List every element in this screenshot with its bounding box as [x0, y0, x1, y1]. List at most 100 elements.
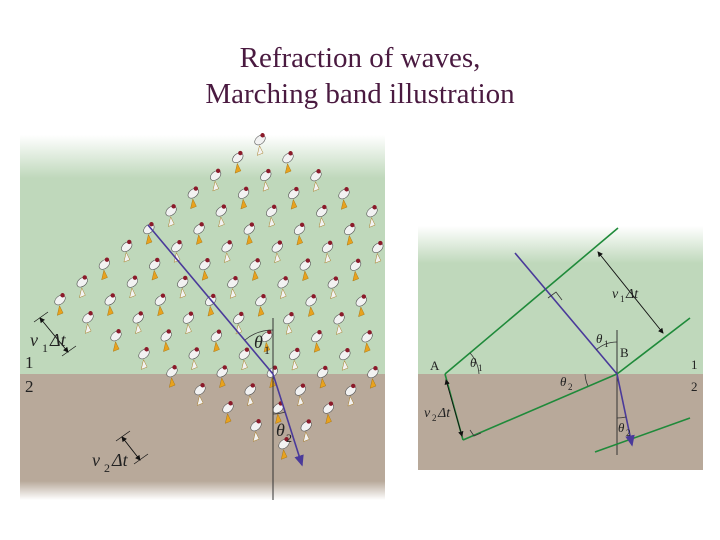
right-angle-mark-1	[547, 291, 563, 301]
right-medium-1	[418, 226, 703, 375]
marcher	[210, 329, 222, 353]
left-v2-label: v	[92, 450, 100, 470]
marcher	[283, 311, 295, 335]
marcher	[54, 293, 66, 316]
right-v2-sub: 2	[432, 413, 437, 423]
left-v1-dt: Δt	[49, 330, 67, 350]
marcher	[317, 365, 329, 389]
left-v2-dt: Δt	[111, 450, 129, 470]
right-theta2-b: θ	[618, 420, 625, 435]
v2dt-arrow-left	[121, 436, 141, 461]
marcher	[344, 222, 356, 246]
marcher	[187, 186, 199, 210]
left-v2-sub: 2	[104, 461, 110, 475]
marcher	[210, 168, 222, 192]
right-medium-2-label: 2	[691, 379, 698, 394]
left-medium-1-label: 1	[25, 353, 34, 372]
marcher	[322, 401, 334, 425]
left-theta2-sub: 2	[286, 431, 292, 445]
marcher	[294, 383, 306, 407]
marcher	[165, 204, 177, 227]
right-theta2-a-sub: 2	[568, 382, 573, 392]
right-wavefront-upper	[444, 227, 619, 375]
left-incident-ray	[147, 224, 274, 375]
marcher	[222, 401, 234, 424]
marcher	[333, 312, 345, 335]
marcher	[221, 240, 233, 263]
title-line-1: Refraction of waves,	[239, 42, 481, 74]
marcher	[232, 150, 244, 174]
marcher	[104, 293, 116, 316]
marcher	[82, 311, 94, 334]
marcher	[193, 222, 205, 245]
point-a-label: A	[430, 358, 440, 373]
left-v1-sub: 1	[42, 341, 48, 355]
right-v1-sub: 1	[620, 294, 625, 304]
marcher	[143, 221, 155, 245]
right-v2-label: v	[424, 406, 431, 421]
marcher	[138, 347, 150, 370]
slide-title: Refraction of waves, Marching band illus…	[0, 40, 720, 112]
right-theta1-a: θ	[470, 355, 477, 370]
right-medium-2	[418, 374, 703, 470]
marcher	[305, 294, 317, 317]
right-theta1-b: θ	[596, 331, 603, 346]
right-wavefront-refracted	[462, 373, 618, 441]
right-incident-ray	[514, 252, 618, 375]
marcher	[294, 222, 306, 246]
marcher	[238, 347, 250, 371]
right-theta2-arc-b	[616, 416, 627, 419]
marcher	[244, 383, 256, 406]
marcher	[282, 151, 294, 174]
marcher	[322, 240, 334, 264]
marcher	[171, 239, 183, 263]
right-theta2-b-sub: 2	[626, 428, 631, 438]
marcher	[194, 383, 206, 406]
marcher	[339, 347, 351, 371]
right-wavefront-refracted-2	[594, 417, 691, 453]
marcher	[350, 258, 362, 282]
right-v1-label: v	[612, 287, 619, 302]
point-b-label: B	[620, 345, 629, 360]
marcher	[132, 311, 144, 334]
marcher	[367, 365, 379, 389]
marcher	[260, 168, 272, 192]
right-theta1-arc-b	[595, 341, 618, 351]
left-theta1-arc	[244, 329, 274, 341]
marcher	[250, 419, 262, 442]
right-refracted-ray	[616, 373, 635, 447]
marcher	[299, 258, 311, 282]
left-theta1-label: θ	[254, 332, 263, 352]
marcher	[238, 186, 250, 210]
marcher	[126, 275, 138, 299]
right-theta2-arc-a	[584, 373, 589, 387]
marcher	[215, 204, 227, 228]
title-line-2: Marching band illustration	[205, 78, 515, 110]
marcher	[277, 276, 289, 299]
marcher	[316, 204, 328, 228]
v2dt-tick-a	[115, 430, 131, 442]
left-v1-label: v	[30, 330, 38, 350]
marcher	[243, 222, 255, 246]
left-medium-1	[20, 135, 385, 375]
marchers-group	[54, 133, 384, 460]
marcher	[199, 257, 211, 281]
marcher	[288, 186, 300, 210]
marcher	[255, 293, 267, 317]
right-v2dt-arrow	[444, 379, 464, 437]
right-theta2-a: θ	[560, 374, 567, 389]
marcher	[249, 258, 261, 281]
marcher	[271, 240, 283, 264]
marcher	[76, 275, 88, 298]
right-theta1-arc-a	[469, 352, 480, 375]
marcher	[154, 293, 166, 317]
right-v1-dt: Δt	[625, 287, 639, 302]
v1dt-arrow-left	[39, 317, 69, 353]
left-medium-2-label: 2	[25, 377, 34, 396]
left-refracted-ray	[272, 373, 304, 467]
marcher	[278, 437, 290, 460]
right-wavefront-lower	[616, 317, 691, 375]
marcher	[110, 329, 122, 352]
marcher	[160, 329, 172, 352]
